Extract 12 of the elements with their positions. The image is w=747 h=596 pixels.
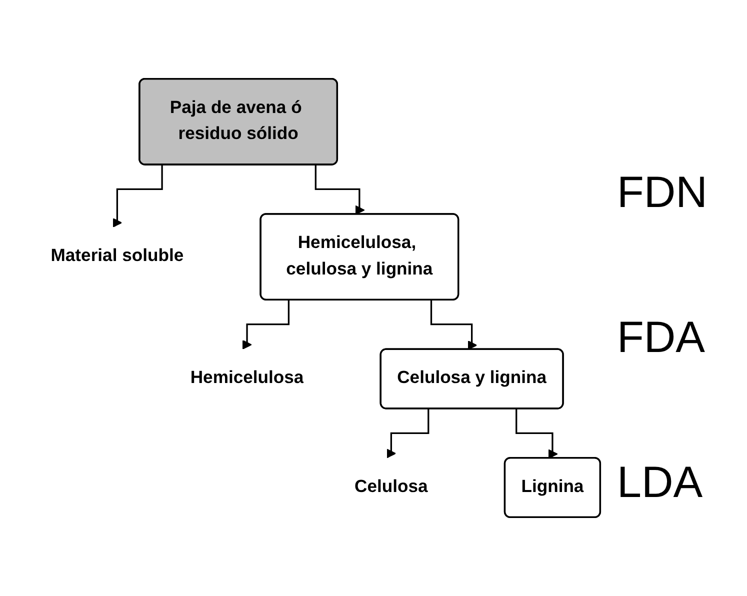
- stage-label: FDN: [617, 168, 708, 218]
- node-text: Celulosa: [354, 478, 428, 496]
- arrow: [314, 165, 364, 215]
- arrow: [430, 300, 477, 350]
- stage-label: FDA: [617, 312, 706, 363]
- node-text: Hemicelulosa: [190, 368, 304, 388]
- node-text: Material soluble: [50, 246, 184, 266]
- arrow: [515, 408, 558, 459]
- arrow: [242, 300, 290, 350]
- stage-label: LDA: [617, 458, 704, 508]
- arrow: [386, 408, 429, 458]
- arrow: [112, 165, 162, 228]
